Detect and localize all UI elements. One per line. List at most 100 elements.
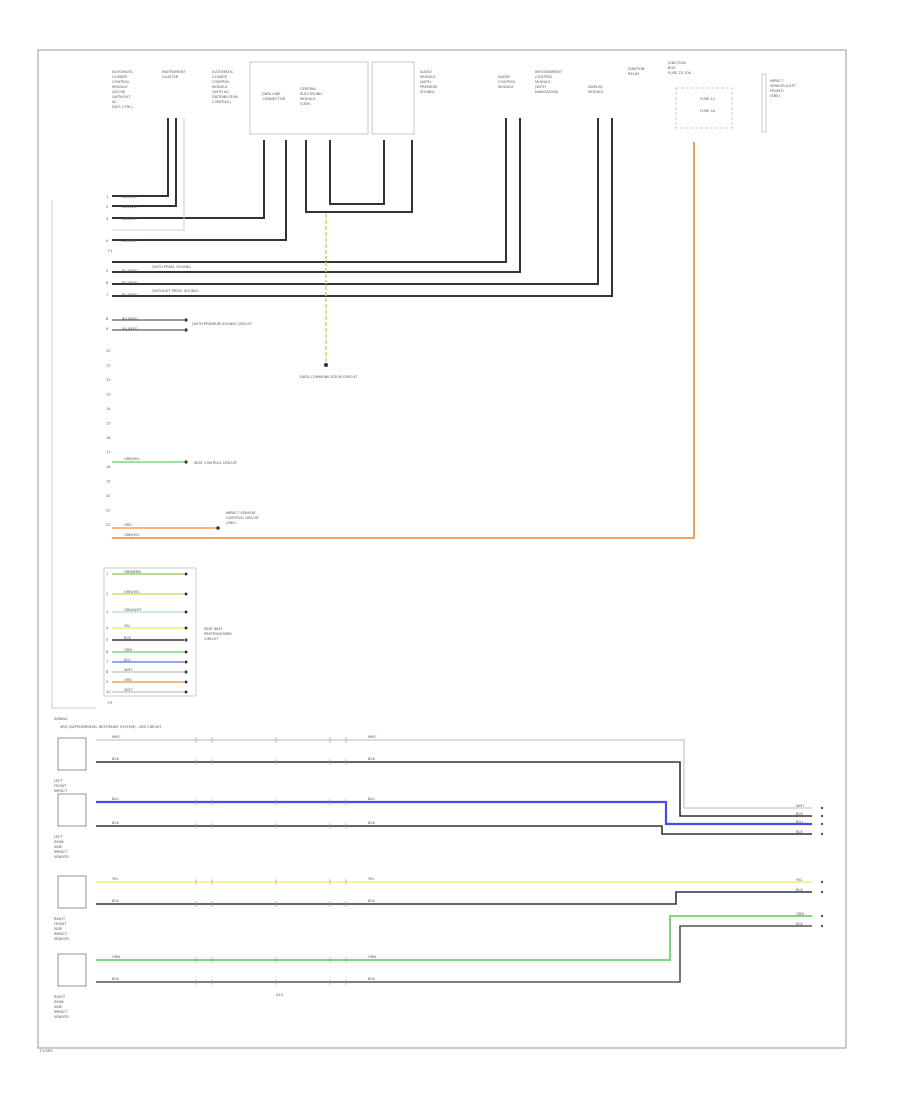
wire-s4-bot <box>96 925 812 983</box>
wire-orange-main <box>112 142 695 539</box>
pin-number: 14 <box>106 407 111 411</box>
pin-number: 13 <box>106 393 111 397</box>
sensor-s1-body <box>57 737 87 771</box>
left-wire-label: BLU/RED <box>122 269 138 273</box>
splice-dot <box>216 526 220 530</box>
left-connector-pin: 6 <box>106 281 109 285</box>
wire-c1-b <box>112 118 177 207</box>
lower-wire-label: GRN <box>124 648 132 652</box>
wire-display-b <box>112 118 613 297</box>
sensor-wire-label: YEL <box>368 877 374 881</box>
vertical-wires-black <box>112 118 613 297</box>
bottom-label: S10 <box>276 993 284 997</box>
left-wire-label: BLU/RED <box>122 293 138 297</box>
lower-block-frame <box>103 567 197 697</box>
pin-number: 19 <box>106 480 111 484</box>
lower-wire-label: WHT <box>124 688 133 692</box>
lower-pin: 8 <box>106 670 109 674</box>
splice-dot <box>184 592 188 596</box>
connector-pin-dot <box>820 832 824 836</box>
sensor-wire-label: BLK <box>112 821 119 825</box>
sensor-wire-label: BLK <box>368 899 375 903</box>
splice-dot <box>184 650 188 654</box>
connector-pin-dot <box>820 822 824 826</box>
left-wire-note: (WITHOUT PREM. SOUND) <box>152 289 199 293</box>
diagram-frame <box>37 49 847 1049</box>
connector-box-sensor <box>761 73 767 133</box>
green-wire-label: GRN/YEL <box>124 457 140 461</box>
sensor-wire-label: BLK <box>112 899 119 903</box>
wire-cem-b <box>329 140 385 205</box>
ground-label: DATA COMMUNICATION CIRCUIT <box>300 375 358 379</box>
bottom-splices <box>195 737 347 985</box>
bottom-wires <box>96 739 812 983</box>
pin-number: 15 <box>106 422 111 426</box>
connector-pin-dot <box>820 814 824 818</box>
wire-s3-bot <box>96 891 812 905</box>
left-wire-label: BLU/RED <box>122 327 138 331</box>
lower-pin: 4 <box>106 626 109 630</box>
sensor-s4-body <box>57 953 87 987</box>
right-end-label: WHT <box>796 804 805 808</box>
wire-audio-b <box>112 118 521 273</box>
wire-c1-a <box>112 118 169 197</box>
right-end-label: BLK <box>796 812 803 816</box>
connector-pin-dot <box>820 806 824 810</box>
left-wire-label: BLK/WHT <box>122 217 139 221</box>
wire-light-1 <box>112 118 185 231</box>
sensor-wire-label: BLU <box>112 797 119 801</box>
left-connector-pin: 2 <box>106 205 108 209</box>
left-connector-label: F1 <box>108 249 112 253</box>
pin-number: 22 <box>106 523 111 527</box>
sensor-wire-label: BLK <box>112 757 119 761</box>
sensor-wire-label: BLK <box>368 821 375 825</box>
left-connector-pin: 3 <box>106 217 108 221</box>
lower-wire-label: YEL <box>124 624 130 628</box>
splice-dot <box>184 610 188 614</box>
left-wire-note: (WITH PREMIUM SOUND) CIRCUIT <box>192 322 253 326</box>
right-end-label: YEL <box>796 878 802 882</box>
lower-wire-label: BLK <box>124 636 131 640</box>
lower-pin: 7 <box>106 660 108 664</box>
wire-cem-a <box>305 140 413 213</box>
left-wire-label: BLK/WHT <box>122 205 139 209</box>
lower-pin: 9 <box>106 680 109 684</box>
splice-dot <box>184 328 188 332</box>
lower-wire-label: GRN/WHT <box>124 608 142 612</box>
left-connector-pin: 9 <box>106 327 109 331</box>
splice-dot <box>184 670 188 674</box>
right-end-label: BLK <box>796 922 803 926</box>
left-connector-pin: 8 <box>106 317 109 321</box>
sensor-wire-label: WHT <box>112 735 121 739</box>
splice-dot <box>184 638 188 642</box>
page-label: F1/SRS <box>40 1049 53 1053</box>
wire-light-2 <box>51 200 96 709</box>
left-wire-label: BLK/WHT <box>122 239 139 243</box>
lower-wire-label: ORG <box>124 678 132 682</box>
vertical-wires-light <box>51 118 185 709</box>
sensor-wire-label: YEL <box>112 877 118 881</box>
lower-wire-label: BLU <box>124 658 131 662</box>
ground-point <box>324 363 328 367</box>
lower-pin: 6 <box>106 650 109 654</box>
pin-number: 17 <box>106 451 111 455</box>
orange-wire-label: GRN/YEL <box>124 533 140 537</box>
left-connector: 1 2 3 4 BLK/WHT BLK/WHT BLK/WHT BLK/WHT … <box>106 195 253 331</box>
wire-s2-bot <box>96 825 812 835</box>
right-end-label: BLK <box>796 830 803 834</box>
bottom-subheading: SRS (SUPPLEMENTAL RESTRAINT SYSTEM) - SR… <box>60 725 162 729</box>
